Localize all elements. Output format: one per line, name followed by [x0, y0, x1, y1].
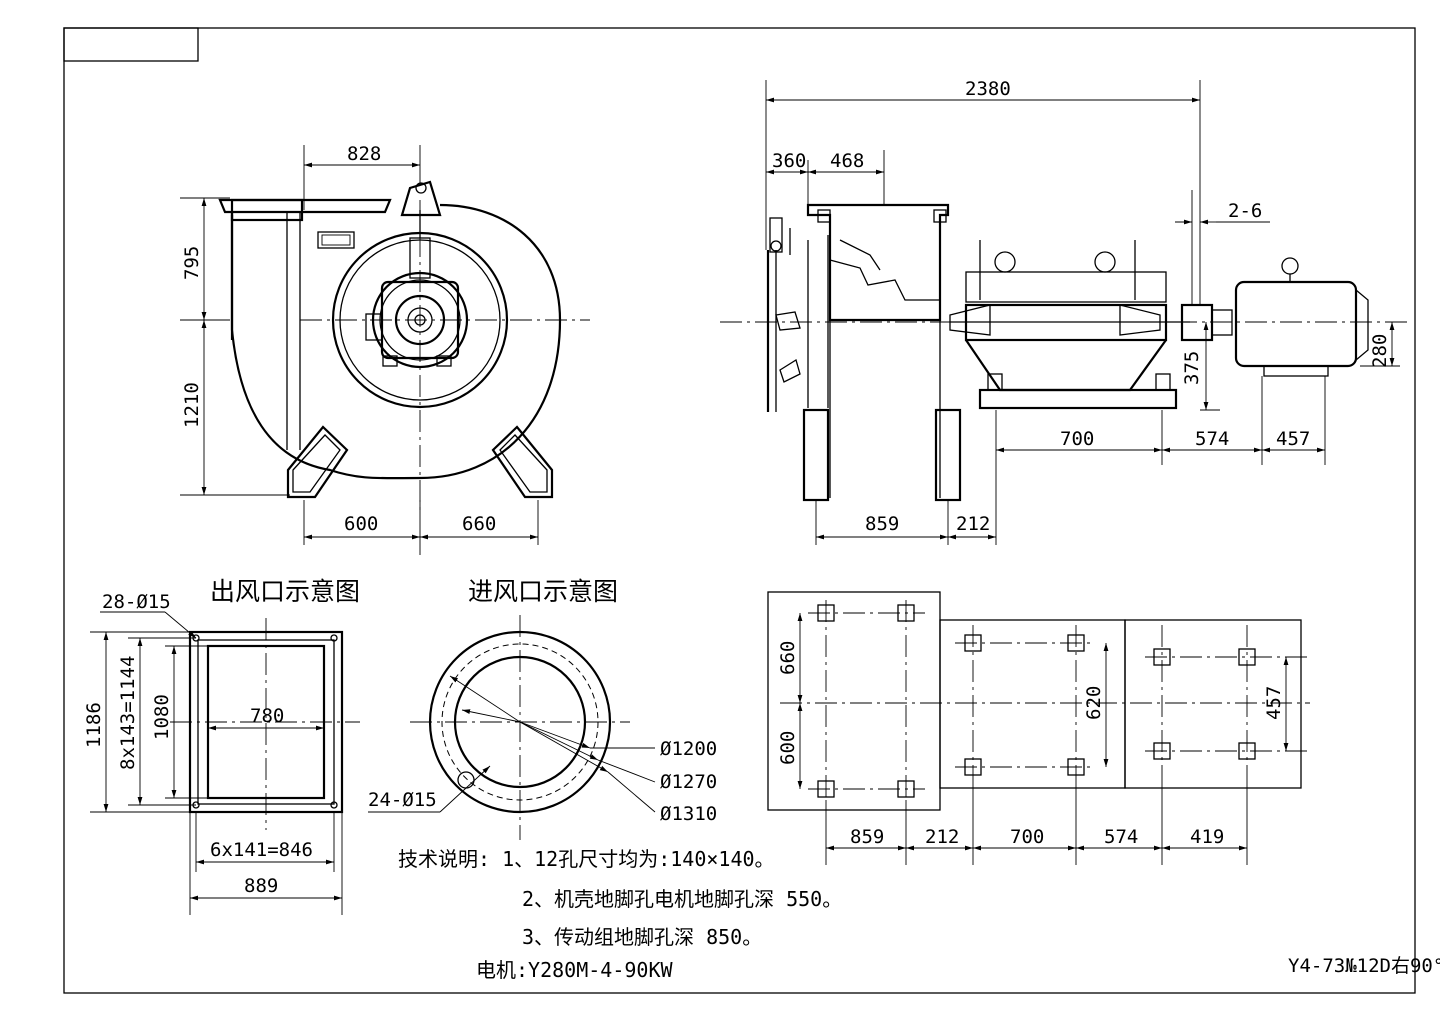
foundation-dim-h1: 859: [850, 826, 884, 848]
title-corner-box: [63, 27, 199, 62]
outlet-label: 出风口示意图: [210, 577, 360, 606]
foundation-dim-v4: 457: [1263, 686, 1285, 720]
side-dim-casing: 859: [865, 513, 899, 535]
technical-notes: 技术说明: 1、12孔尺寸均为:140×140。 2、机壳地脚孔电机地脚孔深 5…: [398, 847, 842, 982]
side-dim-offset: 212: [956, 513, 990, 535]
foundation-dim-v1: 660: [777, 641, 799, 675]
side-view: 2380 360 468 2-6 375 280 700 574 457 859: [720, 78, 1410, 545]
foundation-dim-h2: 212: [925, 826, 959, 848]
notes-heading: 技术说明: 1、12孔尺寸均为:140×140。: [398, 847, 775, 871]
side-dim-b: 468: [830, 150, 864, 172]
outlet-dim-outer-h: 1186: [83, 702, 105, 748]
inlet-holes: 24-Ø15: [368, 789, 437, 811]
outlet-view: 出风口示意图 28-Ø15 1186 8x143=1144 1080 780 6…: [83, 577, 360, 915]
foundation-dim-v2: 600: [777, 731, 799, 765]
inlet-label: 进风口示意图: [468, 577, 618, 606]
foundation-dim-v3: 620: [1083, 686, 1105, 720]
outlet-holes: 28-Ø15: [102, 591, 171, 613]
side-dim-shaft-height: 375: [1181, 351, 1203, 385]
side-dim-base: 700: [1060, 428, 1094, 450]
foundation-plan: 660 600 620 457 859 212 700 574 419: [767, 591, 1310, 865]
side-dim-overall: 2380: [965, 78, 1011, 100]
outlet-dim-outer-w: 889: [244, 875, 278, 897]
side-dim-motor-b: 457: [1276, 428, 1310, 450]
front-dim-lower: 1210: [181, 382, 203, 428]
outlet-dim-inner-h: 1080: [151, 694, 173, 740]
outlet-dim-pitch-v: 8x143=1144: [117, 656, 139, 770]
notes-line-3: 3、传动组地脚孔深 850。: [522, 925, 762, 949]
front-view: 828 795 1210 600 660: [180, 143, 590, 555]
front-dim-upper: 795: [181, 246, 203, 280]
front-dim-left-foot: 600: [344, 513, 378, 535]
notes-motor: 电机:Y280M-4-90KW: [476, 958, 673, 982]
outlet-dim-pitch-h: 6x141=846: [210, 839, 313, 861]
foundation-dim-h5: 419: [1190, 826, 1224, 848]
inlet-d3: Ø1310: [660, 803, 717, 825]
side-dim-a: 360: [772, 150, 806, 172]
inlet-d1: Ø1200: [660, 738, 717, 760]
foundation-dim-h4: 574: [1104, 826, 1138, 848]
front-dim-right-foot: 660: [462, 513, 496, 535]
foundation-dim-h3: 700: [1010, 826, 1044, 848]
notes-line-2: 2、机壳地脚孔电机地脚孔深 550。: [522, 887, 842, 911]
side-dim-gap: 2-6: [1228, 200, 1262, 222]
inlet-view: 进风口示意图 Ø1200 Ø1270 Ø1310 24-Ø15: [368, 577, 717, 840]
outlet-dim-inner-w: 780: [250, 705, 284, 727]
inlet-d2: Ø1270: [660, 771, 717, 793]
drawing-code: Y4-73№12D右90°: [1288, 955, 1440, 977]
front-dim-top: 828: [347, 143, 381, 165]
sheet-border: [63, 27, 1416, 994]
side-dim-motor-a: 574: [1195, 428, 1229, 450]
side-dim-motor-height: 280: [1369, 334, 1391, 368]
